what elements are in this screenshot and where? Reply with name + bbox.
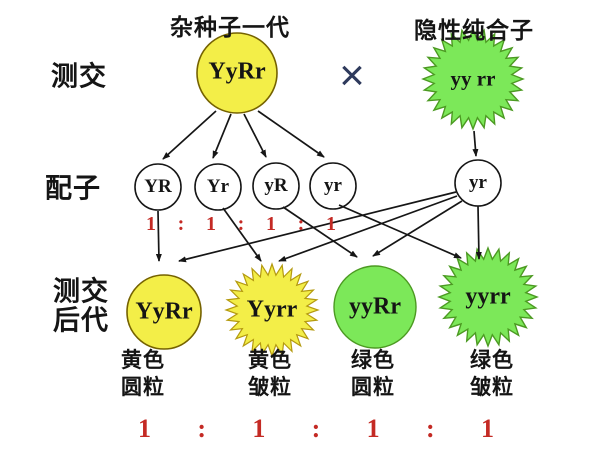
arrow-yr-right-to-Yyrr bbox=[278, 195, 458, 262]
gamete-ratio: 1 : 1 : 1 : 1 bbox=[146, 213, 336, 236]
arrow-yr-right-to-yyRr bbox=[372, 200, 463, 257]
gamete-label-yR: yR bbox=[264, 175, 288, 196]
arrow-recessive-to-yr bbox=[472, 130, 479, 157]
offspring-ratio-part: 1 bbox=[480, 414, 494, 443]
gamete-label-yr-right: yr bbox=[469, 172, 487, 193]
arrow-f1-to-yR bbox=[243, 113, 267, 158]
phenotype-label-green-wrinkled: 绿色 皱粒 bbox=[470, 347, 514, 401]
offspring-genotype-yyrr: yyrr bbox=[465, 283, 511, 310]
arrow-Yr-to-Yyrr bbox=[222, 207, 262, 262]
offspring-ratio: 1 : 1 : 1 : 1 bbox=[138, 414, 494, 444]
offspring-burst-yyrr bbox=[437, 246, 539, 348]
gamete-label-yr: yr bbox=[324, 175, 342, 196]
arrow-yR-to-yyRr bbox=[282, 206, 358, 258]
offspring-genotype-YyRr: YyRr bbox=[135, 298, 193, 325]
phenotype-label-yellow-round: 黄色 圆粒 bbox=[121, 347, 165, 401]
gamete-ratio-part: : bbox=[177, 213, 185, 235]
f1-title: 杂种子一代 bbox=[170, 14, 290, 40]
offspring-ratio-part: : bbox=[197, 414, 206, 443]
gamete-ratio-part: 1 bbox=[265, 213, 276, 235]
phenotype-shape: 皱粒 bbox=[470, 376, 514, 399]
gamete-ratio-part: : bbox=[297, 213, 305, 235]
offspring-ratio-part: 1 bbox=[366, 414, 380, 443]
recessive-parent-burst bbox=[421, 27, 525, 131]
f1-parent-circle bbox=[196, 32, 278, 114]
phenotype-shape: 皱粒 bbox=[248, 376, 292, 399]
gamete-circle-yR bbox=[252, 162, 300, 210]
arrow-yr-to-yyrr bbox=[338, 204, 462, 259]
offspring-burst-Yyrr bbox=[224, 262, 320, 358]
recessive-genotype: yy rr bbox=[450, 66, 496, 91]
phenotype-color: 黄色 bbox=[248, 349, 292, 372]
gamete-ratio-part: 1 bbox=[146, 213, 156, 235]
arrow-f1-to-Yr bbox=[212, 113, 232, 159]
cross-symbol: × bbox=[339, 51, 365, 100]
offspring-circle-YyRr bbox=[126, 274, 202, 350]
phenotype-color: 绿色 bbox=[351, 349, 395, 372]
arrow-YR-to-YyRr bbox=[155, 210, 162, 262]
offspring-ratio-part: 1 bbox=[138, 414, 151, 443]
arrow-f1-to-YR bbox=[162, 110, 217, 160]
row-label-testcross: 测交 bbox=[51, 61, 107, 92]
f1-genotype: YyRr bbox=[208, 58, 266, 85]
gamete-label-YR: YR bbox=[144, 176, 172, 197]
offspring-ratio-part: : bbox=[311, 414, 321, 443]
gamete-ratio-part: : bbox=[237, 213, 245, 235]
arrow-f1-to-yr bbox=[257, 110, 325, 158]
offspring-circle-yyRr bbox=[333, 265, 417, 349]
arrow-yr-right-to-yyrr bbox=[475, 205, 482, 260]
offspring-ratio-part: 1 bbox=[252, 414, 266, 443]
offspring-genotype-yyRr: yyRr bbox=[349, 293, 401, 320]
row-label-offspring-line1: 测交 bbox=[53, 276, 109, 307]
phenotype-color: 黄色 bbox=[121, 349, 165, 372]
row-label-gametes: 配子 bbox=[45, 173, 101, 204]
gamete-circle-YR bbox=[134, 163, 182, 211]
phenotype-shape: 圆粒 bbox=[121, 376, 165, 399]
gamete-ratio-part: 1 bbox=[205, 213, 216, 235]
recessive-title: 隐性纯合子 bbox=[414, 17, 534, 43]
row-label-offspring-line2: 后代 bbox=[53, 305, 109, 336]
gamete-label-Yr: Yr bbox=[206, 176, 230, 197]
gamete-circle-yr bbox=[309, 162, 357, 210]
gamete-ratio-part: 1 bbox=[325, 213, 336, 235]
phenotype-color: 绿色 bbox=[470, 349, 514, 372]
phenotype-label-green-round: 绿色 圆粒 bbox=[351, 347, 395, 401]
gamete-circle-Yr bbox=[194, 163, 242, 211]
phenotype-label-yellow-wrinkled: 黄色 皱粒 bbox=[248, 347, 292, 401]
offspring-genotype-Yyrr: Yyrr bbox=[246, 296, 298, 323]
offspring-ratio-part: : bbox=[425, 414, 435, 443]
arrow-yr-right-to-YyRr bbox=[178, 191, 457, 263]
phenotype-shape: 圆粒 bbox=[351, 376, 395, 399]
